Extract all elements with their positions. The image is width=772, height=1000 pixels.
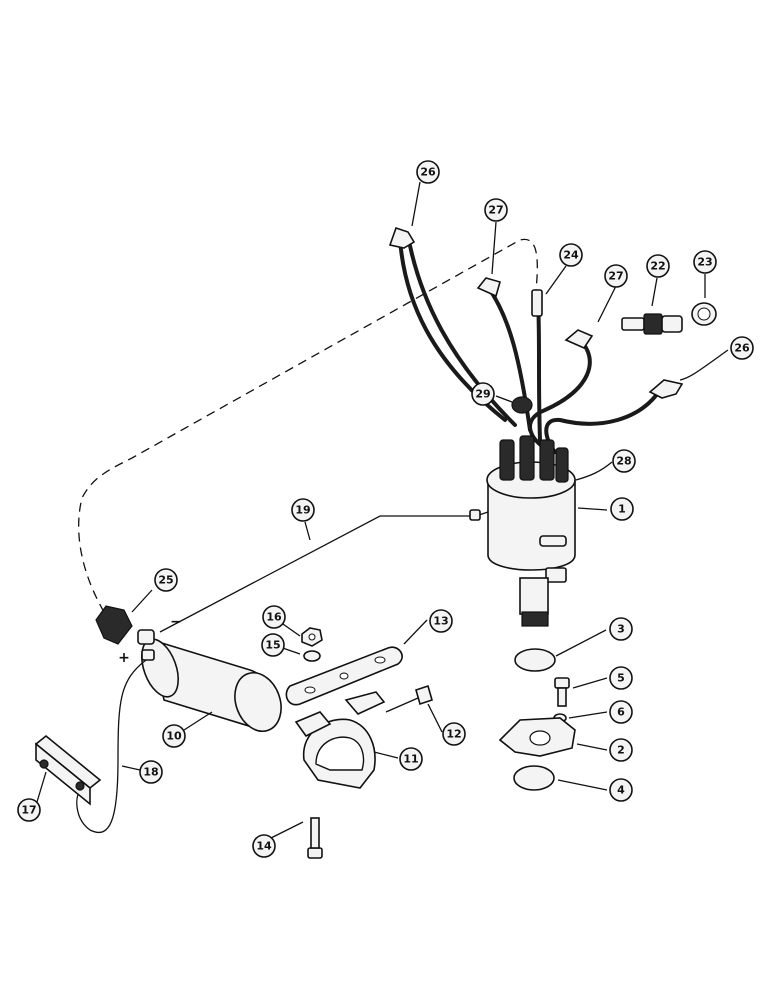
callout-26: 26 <box>416 160 440 184</box>
callout-16: 16 <box>262 605 286 629</box>
svg-text:27: 27 <box>608 270 623 283</box>
svg-text:12: 12 <box>446 728 461 741</box>
callout-11: 11 <box>399 747 423 771</box>
svg-text:4: 4 <box>617 784 625 797</box>
wire-separator-29 <box>511 396 533 414</box>
plus-sign: + <box>118 650 130 666</box>
plug-boot-27-lower <box>564 329 594 350</box>
svg-text:17: 17 <box>21 804 36 817</box>
coil-clamp-11 <box>294 691 386 789</box>
svg-text:16: 16 <box>266 611 282 624</box>
callout-4: 4 <box>609 778 633 802</box>
coil-cap-25 <box>95 605 133 645</box>
callout-19: 19 <box>291 498 315 522</box>
callout-27: 27 <box>604 264 628 288</box>
svg-text:6: 6 <box>617 706 625 719</box>
bracket-13 <box>285 646 403 706</box>
gasket-23 <box>691 302 717 326</box>
callout-18: 18 <box>139 760 163 784</box>
callout-17: 17 <box>17 798 41 822</box>
distributor-1 <box>469 435 576 627</box>
clamp-plate-2 <box>498 717 576 757</box>
svg-text:25: 25 <box>158 574 173 587</box>
o-ring-4 <box>513 765 555 791</box>
callout-12: 12 <box>442 722 466 746</box>
svg-text:26: 26 <box>734 342 750 355</box>
svg-text:19: 19 <box>295 504 310 517</box>
callouts: 26 27 24 27 22 23 26 29 28 1 19 25 13 16… <box>17 160 754 858</box>
gasket-3 <box>514 648 556 672</box>
bolt-14 <box>307 817 323 859</box>
minus-sign: − <box>170 614 182 630</box>
svg-text:29: 29 <box>475 388 490 401</box>
bolt-12 <box>385 684 433 713</box>
svg-text:2: 2 <box>617 744 625 757</box>
callout-25: 25 <box>154 568 178 592</box>
bolt-5 <box>554 677 570 707</box>
svg-text:13: 13 <box>433 615 448 628</box>
svg-text:18: 18 <box>143 766 158 779</box>
leader-lines <box>36 181 729 843</box>
callout-22: 22 <box>646 254 670 278</box>
plug-boot-26-upper <box>388 226 416 249</box>
ignition-coil-10 <box>137 629 282 732</box>
callout-3: 3 <box>609 617 633 641</box>
svg-text:28: 28 <box>616 455 631 468</box>
primary-wire-19 <box>159 515 470 633</box>
callout-13: 13 <box>429 609 453 633</box>
plug-boot-27-upper <box>476 277 501 298</box>
svg-text:11: 11 <box>403 753 418 766</box>
svg-text:1: 1 <box>618 503 626 516</box>
callout-1: 1 <box>610 497 634 521</box>
plug-boot-26-right <box>648 379 684 399</box>
svg-text:23: 23 <box>697 256 712 269</box>
spark-plug-22 <box>621 313 683 335</box>
callout-26: 26 <box>730 336 754 360</box>
callout-23: 23 <box>693 250 717 274</box>
terminal-24 <box>531 289 543 317</box>
washer-15 <box>303 650 321 662</box>
callout-29: 29 <box>471 382 495 406</box>
svg-text:15: 15 <box>265 639 280 652</box>
svg-text:10: 10 <box>166 730 182 743</box>
ballast-resistor-17 <box>34 734 102 806</box>
callout-27: 27 <box>484 198 508 222</box>
svg-text:26: 26 <box>420 166 436 179</box>
svg-text:27: 27 <box>488 204 503 217</box>
callout-6: 6 <box>609 700 633 724</box>
svg-text:5: 5 <box>617 672 625 685</box>
svg-text:22: 22 <box>650 260 665 273</box>
callout-15: 15 <box>261 633 285 657</box>
callout-14: 14 <box>252 834 276 858</box>
wire-18 <box>76 659 147 834</box>
svg-text:14: 14 <box>256 840 272 853</box>
svg-text:3: 3 <box>617 623 625 636</box>
dashed-lead-path <box>78 238 538 613</box>
callout-10: 10 <box>162 724 186 748</box>
nut-16 <box>301 627 323 647</box>
callout-5: 5 <box>609 666 633 690</box>
svg-text:24: 24 <box>563 249 579 262</box>
callout-24: 24 <box>559 243 583 267</box>
callout-28: 28 <box>612 449 636 473</box>
callout-2: 2 <box>609 738 633 762</box>
